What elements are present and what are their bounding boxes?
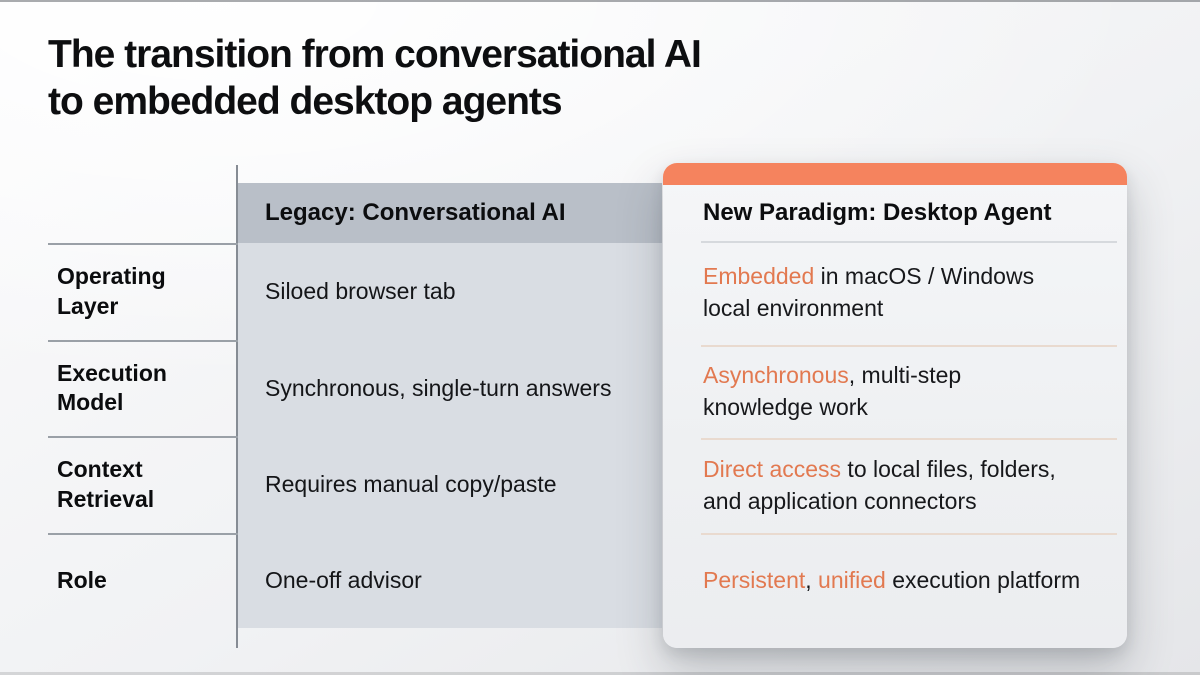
- highlight-text: unified: [818, 566, 886, 593]
- plain-text: execution platform: [885, 566, 1081, 593]
- card-row-divider: [701, 533, 1117, 535]
- new-cell-line: Embedded in macOS / Windows: [703, 261, 1099, 293]
- row-label-line: Execution: [57, 359, 167, 386]
- card-row-divider: [701, 345, 1117, 347]
- new-cell: Direct access to local files, folders,an…: [703, 438, 1099, 533]
- bottom-edge-line: [0, 672, 1200, 675]
- highlight-text: Persistent: [703, 566, 806, 593]
- table-vertical-divider: [236, 165, 238, 648]
- row-label-line: Context: [57, 456, 143, 483]
- new-cell-line: Direct access to local files, folders,: [703, 454, 1099, 486]
- legacy-cell: Siloed browser tab: [238, 243, 662, 340]
- title-line-2: to embedded desktop agents: [48, 79, 563, 123]
- row-label-line: Role: [57, 566, 107, 593]
- plain-text: , multi-step: [848, 361, 962, 388]
- row-label: Role: [57, 533, 227, 628]
- row-label-line: Retrieval: [57, 485, 155, 512]
- new-column-header: New Paradigm: Desktop Agent: [703, 199, 1052, 226]
- plain-text: knowledge work: [703, 393, 868, 420]
- row-label-line: Layer: [57, 292, 119, 319]
- new-cell: Persistent, unified execution platform: [703, 533, 1099, 628]
- highlight-text: Asynchronous: [703, 361, 849, 388]
- card-header-divider: [701, 241, 1117, 243]
- new-cell-line: Asynchronous, multi-step: [703, 360, 1099, 392]
- highlight-text: Embedded: [703, 263, 815, 290]
- new-cell-line: Persistent, unified execution platform: [703, 565, 1099, 597]
- new-cell-line: and application connectors: [703, 486, 1099, 518]
- top-edge-line: [0, 0, 1200, 2]
- title-line-1: The transition from conversational AI: [48, 33, 702, 76]
- row-label-line: Operating: [57, 263, 166, 290]
- legacy-cell: Synchronous, single-turn answers: [238, 340, 662, 436]
- new-cell-line: knowledge work: [703, 392, 1099, 424]
- legacy-cell: One-off advisor: [238, 533, 662, 628]
- plain-text: in macOS / Windows: [814, 263, 1035, 290]
- highlight-text: Direct access: [703, 455, 842, 482]
- plain-text: ,: [805, 566, 819, 593]
- legacy-column-header: Legacy: Conversational AI: [238, 183, 662, 243]
- plain-text: and application connectors: [703, 487, 977, 514]
- row-label-line: Model: [57, 389, 124, 415]
- card-row-divider: [701, 438, 1117, 440]
- legacy-cell: Requires manual copy/paste: [238, 436, 662, 533]
- card-accent-bar: [663, 163, 1127, 185]
- plain-text: to local files, folders,: [841, 455, 1056, 482]
- plain-text: local environment: [703, 295, 884, 321]
- new-paradigm-card: New Paradigm: Desktop Agent Embedded in …: [663, 163, 1127, 648]
- new-cell-line: local environment: [703, 293, 1099, 325]
